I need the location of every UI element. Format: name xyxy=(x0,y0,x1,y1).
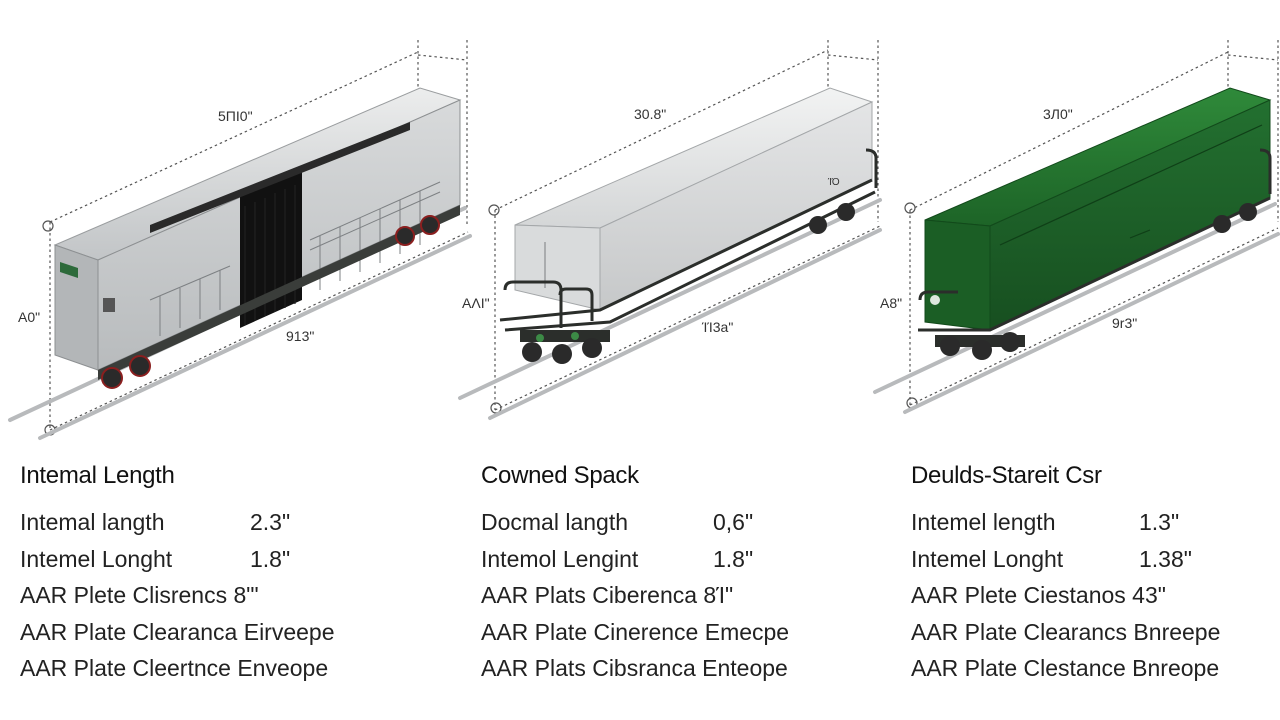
spec-label: AAR Plate Clestance Bnreope xyxy=(911,655,1220,681)
spec-label: AAR Plate Clearancs Bnreepe xyxy=(911,618,1221,645)
car-2-left-dimension: AΛΙ" xyxy=(462,295,490,311)
spec-row: Intemel length 1.3" xyxy=(911,504,1280,541)
car-2-top-dimension: 30.8" xyxy=(634,106,666,122)
spec-label: AAR Plate Cleertnce Enveope xyxy=(20,655,329,681)
spec-panel-car-2: Cowned Spack Docmal langth 0,6" Intemol L… xyxy=(481,462,861,687)
spec-row: Intemal langth 2.3" xyxy=(20,504,400,541)
spec-row: Intemel Longht 1.8" xyxy=(20,541,400,578)
car-3-frame xyxy=(918,148,1272,332)
car-2-trucks xyxy=(520,203,855,364)
spec-value: 1.8" xyxy=(713,545,754,572)
car-3-bottom-dimension: 9r3" xyxy=(1112,315,1137,331)
spec-label: Intemol Lengint xyxy=(481,545,639,572)
car-1-roof-stripe xyxy=(150,122,410,233)
spec-value: 1.3" xyxy=(1139,509,1180,535)
railcar-illustration: ΊΌ xyxy=(8,40,1280,440)
rails-car-2 xyxy=(458,198,882,420)
spec-label: AAR Plate Cinerence Emecpe xyxy=(481,618,790,645)
car-1-placard xyxy=(60,262,78,278)
car-green xyxy=(873,40,1280,414)
rails-car-3 xyxy=(873,202,1280,414)
spec-row: Docmal langth 0,6" xyxy=(481,504,861,541)
spec-value: 0,6" xyxy=(713,509,754,535)
car-2-title: Cowned Spack xyxy=(481,462,639,489)
spec-label: Docmal langth xyxy=(481,509,629,535)
car-1-title: Intemal Length xyxy=(20,462,175,489)
car-covered: ΊΌ xyxy=(458,40,882,420)
spec-row: AAR Plate Clestance Bnreope xyxy=(911,650,1280,687)
car-1-trucks xyxy=(98,205,460,389)
spec-row: AAR Plats Ciberenca 8Ί" xyxy=(481,577,861,614)
spec-label: Intemel Longht xyxy=(911,545,1064,572)
spec-row: AAR Plate Clearancs Bnreepe xyxy=(911,614,1280,651)
car-3-top-dimension: 3Л0" xyxy=(1043,106,1073,122)
spec-label: AAR Plete Clisrencs 8"' xyxy=(20,582,259,608)
spec-label: Intemel length xyxy=(911,509,1056,535)
spec-row: Intemol Lengint 1.8" xyxy=(481,541,861,578)
spec-label: AAR Plete Ciestanos 43" xyxy=(911,582,1166,608)
spec-row: AAR Plete Clisrencs 8"' xyxy=(20,577,400,614)
spec-row: AAR Plate Cinerence Emecpe xyxy=(481,614,861,651)
spec-value: 1.38" xyxy=(1139,545,1192,572)
spec-value: 1.8" xyxy=(250,545,291,572)
car-2-bottom-dimension: ΊΊ3a" xyxy=(701,319,733,335)
spec-row: AAR Plate Cleertnce Enveope xyxy=(20,650,400,687)
spec-label: Intemel Longht xyxy=(20,545,173,572)
car-boxcar xyxy=(8,40,472,440)
spec-value: 2.3" xyxy=(250,509,291,535)
car-1-left-dimension: A0" xyxy=(18,309,40,325)
car-3-trucks xyxy=(930,203,1257,360)
dimension-node-icon xyxy=(42,220,54,232)
spec-label: AAR Plats Cibsranca Enteope xyxy=(481,655,788,681)
spec-row: AAR Plate Clearanca Eirveepe xyxy=(20,614,400,651)
car-1-window xyxy=(103,298,115,312)
car-2-marking: ΊΌ xyxy=(827,177,840,188)
spec-row: AAR Plats Cibsranca Enteope xyxy=(481,650,861,687)
car-2-frame xyxy=(499,148,878,332)
car-3-end xyxy=(924,219,991,331)
spec-label: Intemal langth xyxy=(20,509,165,535)
car-3-left-dimension: A8" xyxy=(880,295,902,311)
spec-row: AAR Plete Ciestanos 43" xyxy=(911,577,1280,614)
dimension-node-icon xyxy=(904,202,916,214)
car-3-title: Deulds-Stareit Csr xyxy=(911,462,1102,489)
spec-label: AAR Plats Ciberenca 8Ί" xyxy=(481,582,734,608)
car-1-bottom-dimension: 913" xyxy=(286,328,314,344)
spec-panel-car-3: Deulds-Stareit Csr Intemel length 1.3" In… xyxy=(911,462,1280,687)
spec-panel-car-1: Intemal Length Intemal langth 2.3" Inteme… xyxy=(20,462,400,687)
dimension-node-icon xyxy=(488,204,500,216)
car-1-top-dimension: 5ΠΙ0" xyxy=(218,108,253,124)
spec-label: AAR Plate Clearanca Eirveepe xyxy=(20,618,335,645)
spec-row: Intemel Longht 1.38" xyxy=(911,541,1280,578)
car-2-end xyxy=(514,224,601,311)
